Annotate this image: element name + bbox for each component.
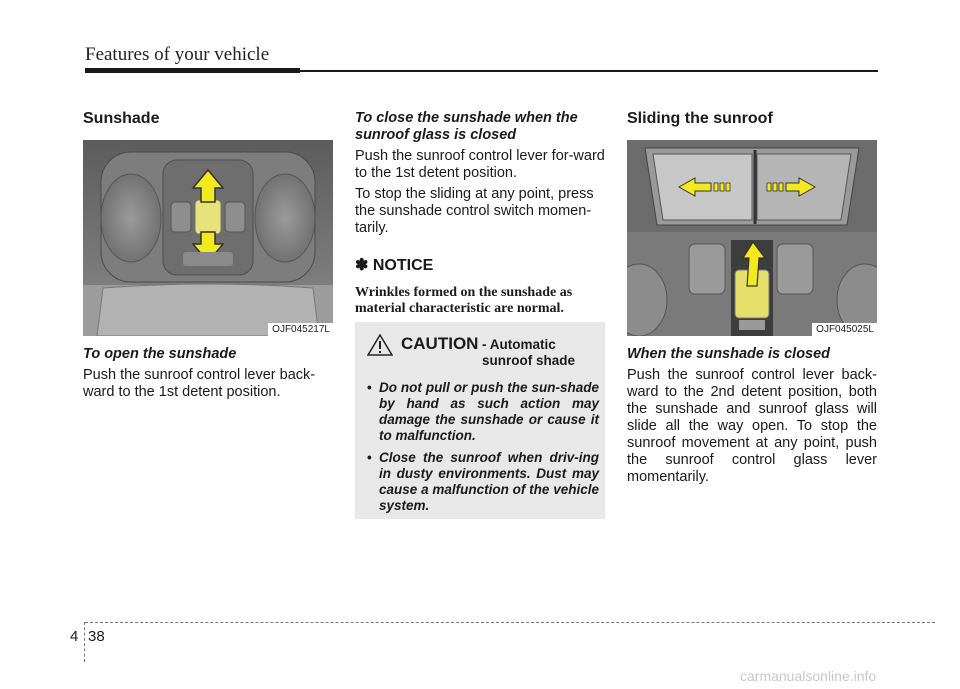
footer-divider	[84, 622, 85, 662]
figure-sunroof-slide: OJF045025L	[627, 140, 877, 336]
arrow-up-icon	[191, 168, 225, 203]
figure-sunshade-switch: OJF045217L	[83, 140, 333, 336]
caution-item: Do not pull or push the sun-shade by han…	[367, 380, 599, 444]
arrow-right-icon	[766, 177, 817, 197]
subheading-close-sunshade: To close the sunshade when the sunroof g…	[355, 110, 578, 143]
sunroof-slide-illustration	[627, 140, 877, 336]
page-number: 38	[88, 628, 105, 645]
caution-subtitle: - Automatic sunroof shade	[482, 337, 576, 368]
header-rule-thick	[85, 68, 300, 73]
caution-word: CAUTION	[401, 334, 479, 353]
caution-list: Do not pull or push the sun-shade by han…	[367, 380, 599, 520]
arrow-left-icon	[677, 177, 731, 197]
caution-box: CAUTION - Automatic sunroof shade Do not…	[355, 322, 605, 519]
subheading-sunshade-closed: When the sunshade is closed	[627, 346, 831, 362]
figure-code: OJF045025L	[812, 323, 877, 336]
warning-triangle-icon	[367, 334, 393, 356]
figure-code: OJF045217L	[268, 323, 333, 336]
sunshade-switch-illustration	[83, 140, 333, 336]
arrow-down-icon	[191, 231, 225, 264]
arrow-lever-icon	[741, 240, 767, 287]
section-heading-sliding-sunroof: Sliding the sunroof	[627, 110, 773, 127]
caution-item: Close the sunroof when driv-ing in dusty…	[367, 450, 599, 514]
paragraph-close-sunshade-2: To stop the sliding at any point, press …	[355, 186, 594, 236]
paragraph-open-sunshade: Push the sunroof control lever back-ward…	[83, 367, 316, 400]
page-header-title: Features of your vehicle	[85, 44, 270, 65]
column-sunshade: Sunshade OJF045217L	[83, 110, 333, 401]
notice-body: Wrinkles formed on the sunshade as mater…	[355, 285, 573, 316]
footer-rule	[85, 622, 935, 623]
subheading-open-sunshade: To open the sunshade	[83, 346, 237, 362]
column-close-sunshade: To close the sunshade when the sunroof g…	[355, 110, 605, 317]
section-heading-sunshade: Sunshade	[83, 110, 160, 127]
notice-title: ✽ NOTICE	[355, 257, 434, 274]
page-chapter-number: 4	[70, 628, 79, 645]
paragraph-sliding-sunroof: Push the sunroof control lever back-ward…	[627, 367, 877, 485]
watermark: carmanualsonline.info	[740, 668, 877, 684]
column-sliding-sunroof: Sliding the sunroof	[627, 110, 877, 486]
header-rule-thin	[300, 70, 878, 72]
paragraph-close-sunshade-1: Push the sunroof control lever for-ward …	[355, 148, 605, 181]
